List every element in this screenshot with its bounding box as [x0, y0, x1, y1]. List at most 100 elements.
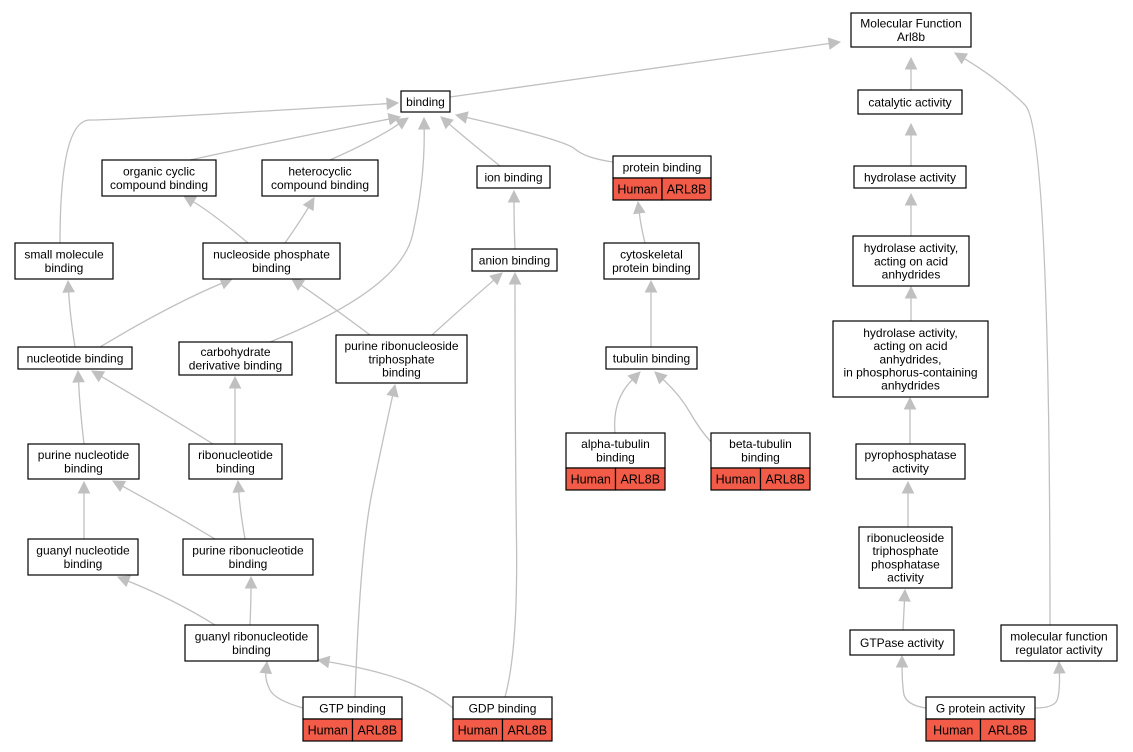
node-hydphos[interactable]: hydrolase activity,acting on acidanhydri…: [832, 320, 989, 398]
arrowhead: [654, 371, 668, 385]
edge-line: [328, 661, 454, 709]
node-label-line: binding: [64, 557, 103, 571]
edge-hetero-to-binding: [329, 117, 409, 161]
arrowhead: [827, 37, 842, 50]
edge-rntpase-to-pyro: [901, 480, 915, 527]
node-label-line: beta-tubulin: [729, 437, 792, 451]
node-nucbind[interactable]: nucleotide binding: [17, 346, 133, 370]
node-label-line: heterocyclic: [288, 165, 351, 179]
edge-ion-to-binding: [440, 116, 501, 167]
edge-line: [77, 381, 85, 445]
edges-layer: [59, 37, 1066, 709]
node-catalytic[interactable]: catalytic activity: [857, 89, 963, 115]
arrowhead: [895, 654, 909, 668]
node-label-line: cytoskeletal: [620, 248, 683, 262]
node-label-line: purine ribonucleoside: [344, 339, 458, 353]
node-tubulin[interactable]: tubulin binding: [605, 346, 698, 370]
node-label-line: binding: [406, 95, 445, 109]
edge-line: [300, 284, 371, 336]
edge-line: [964, 58, 1051, 626]
node-label-line: activity: [887, 571, 924, 585]
node-box: [101, 159, 217, 197]
node-anion[interactable]: anion binding: [471, 248, 558, 272]
node-box: [471, 248, 558, 272]
node-label-line: Arl8b: [897, 30, 925, 44]
edge-smallmol-to-binding: [59, 97, 400, 244]
edge-gdp-to-anion: [504, 271, 522, 698]
node-box: [188, 443, 283, 480]
edge-line: [1034, 672, 1061, 709]
node-label-line: purine ribonucleotide: [192, 544, 304, 558]
node-label-line: regulator activity: [1015, 643, 1102, 657]
gene-tag: ARL8B: [765, 473, 805, 487]
arrowhead: [232, 479, 246, 493]
arrowhead: [904, 56, 918, 70]
node-label-line: binding: [64, 461, 103, 475]
edge-alpha-to-tubulin: [613, 371, 641, 434]
node-gtpase[interactable]: GTPase activity: [849, 629, 955, 656]
edge-nucbind-to-smallmol: [62, 279, 76, 348]
node-box: [852, 235, 970, 287]
node-box: [178, 341, 293, 376]
node-label-line: nucleotide binding: [27, 351, 124, 365]
gene-tag-box: [759, 467, 811, 491]
edge-purribo-to-purnuc: [112, 480, 216, 540]
node-label-line: GDP binding: [469, 701, 537, 715]
node-label-line: ribonucleoside: [867, 531, 945, 545]
edge-line: [662, 378, 712, 443]
arrowhead: [507, 189, 521, 203]
node-label-line: protein binding: [612, 261, 691, 275]
gene-tag-box: [661, 177, 712, 201]
edge-line: [513, 201, 516, 250]
node-box: [850, 12, 972, 48]
edge-prntp-to-anion: [431, 272, 503, 336]
node-hydrolase[interactable]: hydrolase activity: [853, 165, 967, 189]
node-label-line: binding: [216, 461, 255, 475]
arrowhead: [627, 371, 641, 385]
node-label-line: binding: [45, 261, 84, 275]
arrowhead: [954, 52, 969, 65]
node-label-line: anhydrides,: [879, 352, 941, 366]
edge-cytoskel-to-protein: [633, 200, 646, 244]
node-box: [261, 159, 379, 197]
arrowhead: [302, 197, 315, 212]
node-rntpase[interactable]: ribonucleosidetriphosphatephosphataseact…: [858, 526, 953, 589]
arrowhead: [904, 285, 918, 299]
species-tag: Human: [308, 724, 348, 738]
edge-organic-to-binding: [189, 112, 402, 161]
edge-line: [269, 128, 425, 343]
node-binding[interactable]: binding: [400, 90, 451, 113]
node-label-line: purine nucleotide: [38, 448, 130, 462]
edge-binding-to-mf: [449, 37, 842, 98]
edge-line: [329, 123, 400, 161]
edge-beta-to-tubulin: [654, 371, 712, 443]
node-hydacid[interactable]: hydrolase activity,acting on acidanhydri…: [852, 235, 970, 287]
arrowhead: [633, 200, 646, 215]
node-label-line: hydrolase activity: [864, 170, 956, 184]
arrowhead: [394, 117, 409, 130]
edge-nucbind-to-nucphos: [99, 277, 234, 348]
edge-gprot-to-gtpase: [895, 654, 927, 709]
node-ion[interactable]: ion binding: [476, 165, 551, 189]
